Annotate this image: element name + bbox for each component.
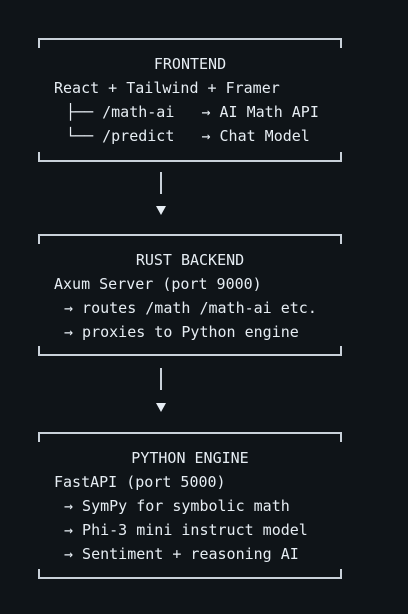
python-engine-line-3: → Phi-3 mini instruct model [64,521,308,539]
python-engine-line-2: → SymPy for symbolic math [64,497,290,515]
rust-backend-title: RUST BACKEND [135,251,245,269]
arrow-down-icon [156,206,166,215]
rust-backend-line-3: → proxies to Python engine [64,323,299,341]
python-engine-title: PYTHON ENGINE [131,449,249,467]
python-engine-box: PYTHON ENGINE FastAPI (port 5000) → SymP… [36,432,344,579]
python-engine-line-1: FastAPI (port 5000) [54,473,226,491]
arrow-down-icon [156,403,166,412]
frontend-title: FRONTEND [153,55,227,73]
rust-backend-box: RUST BACKEND Axum Server (port 9000) → r… [36,234,344,356]
rust-backend-line-1: Axum Server (port 9000) [54,275,262,293]
frontend-box: FRONTEND React + Tailwind + Framer ├── /… [36,38,344,162]
frontend-line-2: ├── /math-ai → AI Math API [66,103,319,121]
frontend-line-3: └── /predict → Chat Model [66,127,310,145]
rust-backend-line-2: → routes /math /math-ai etc. [64,299,317,317]
python-engine-line-4: → Sentiment + reasoning AI [64,545,299,563]
connector-line-2 [160,368,162,390]
connector-line-1 [160,172,162,194]
frontend-line-1: React + Tailwind + Framer [54,79,280,97]
